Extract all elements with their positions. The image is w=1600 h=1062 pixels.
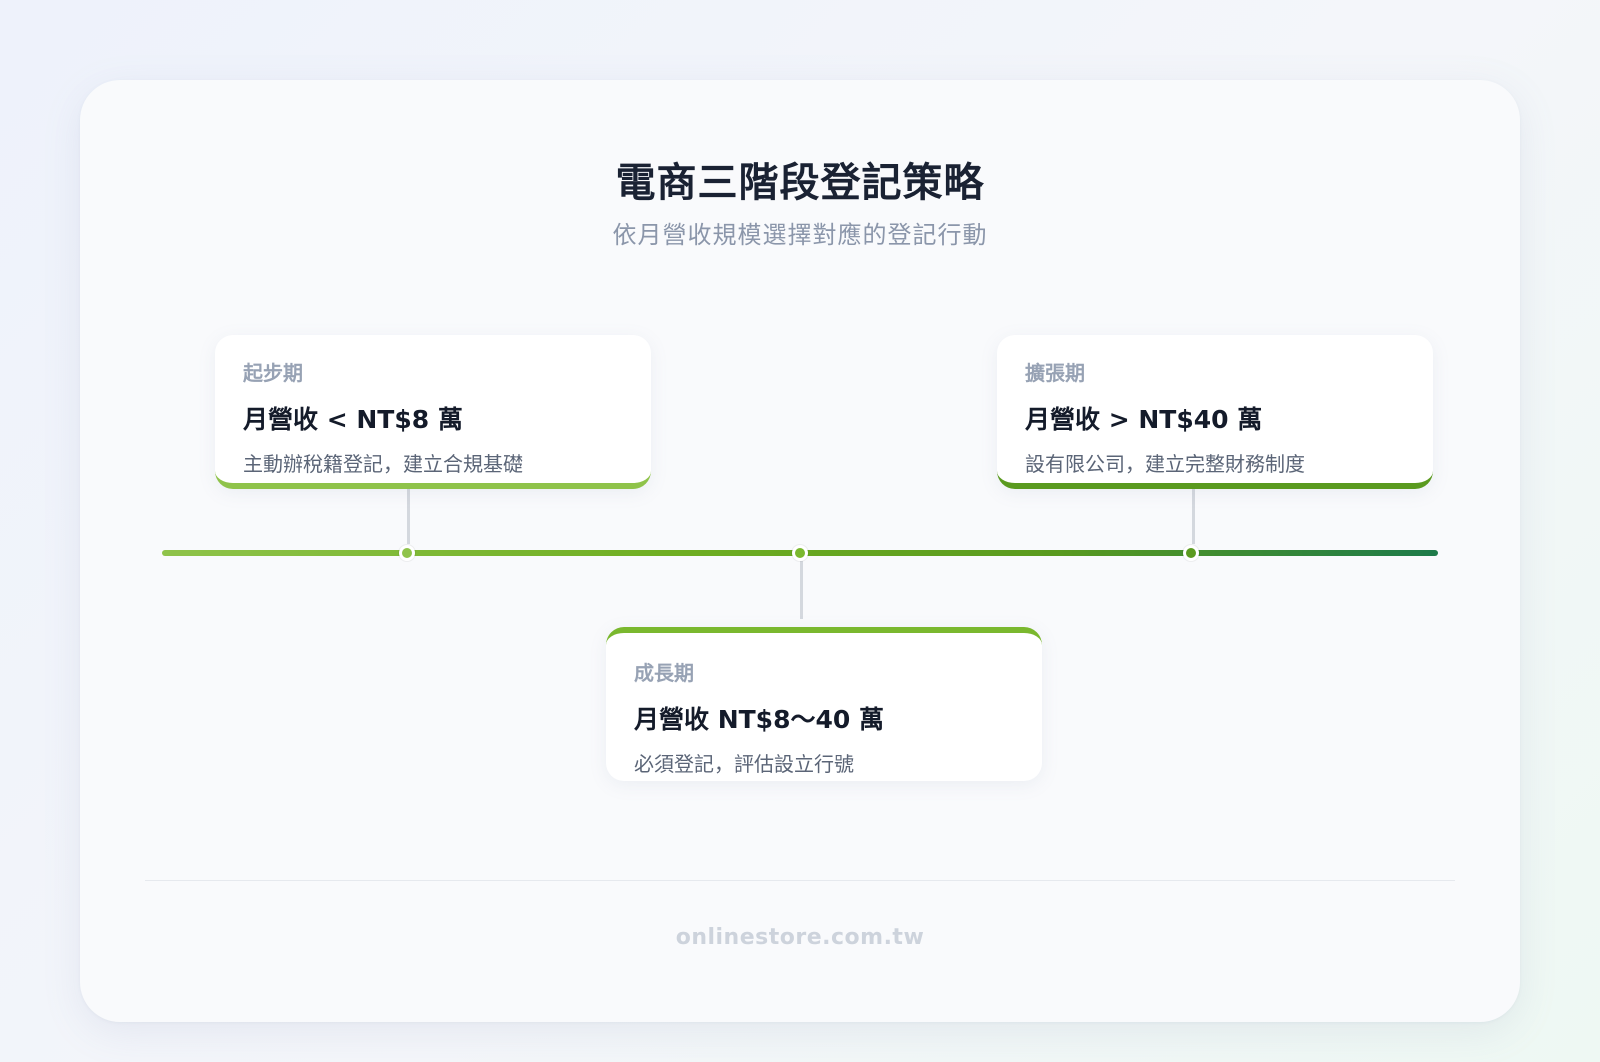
stage-card-startup: 起步期 月營收 < NT$8 萬 主動辦稅籍登記，建立合規基礎 [215,335,651,489]
page-subtitle: 依月營收規模選擇對應的登記行動 [612,221,988,249]
stage-action: 設有限公司，建立完整財務制度 [1025,452,1305,476]
stage-label: 起步期 [243,361,303,385]
connector-expansion [1192,482,1195,544]
stage-label: 擴張期 [1025,361,1085,385]
stage-action: 主動辦稅籍登記，建立合規基礎 [243,452,523,476]
timeline-dot-expansion [1183,545,1199,561]
timeline-dot-startup [399,545,415,561]
connector-growth [800,561,803,619]
infographic-card: 電商三階段登記策略 依月營收規模選擇對應的登記行動 起步期 月營收 < NT$8… [80,80,1520,1022]
stage-revenue: 月營收 > NT$40 萬 [1025,405,1263,434]
footer-divider [145,880,1455,881]
stage-revenue: 月營收 < NT$8 萬 [243,405,463,434]
stage-action: 必須登記，評估設立行號 [634,752,854,776]
connector-startup [407,482,410,544]
page-title: 電商三階段登記策略 [615,160,985,206]
stage-revenue: 月營收 NT$8～40 萬 [634,705,884,734]
stage-card-growth: 成長期 月營收 NT$8～40 萬 必須登記，評估設立行號 [606,627,1042,781]
stage-card-expansion: 擴張期 月營收 > NT$40 萬 設有限公司，建立完整財務制度 [997,335,1433,489]
stage-label: 成長期 [634,661,694,685]
footer-site: onlinestore.com.tw [675,925,925,950]
timeline-dot-growth [792,545,808,561]
